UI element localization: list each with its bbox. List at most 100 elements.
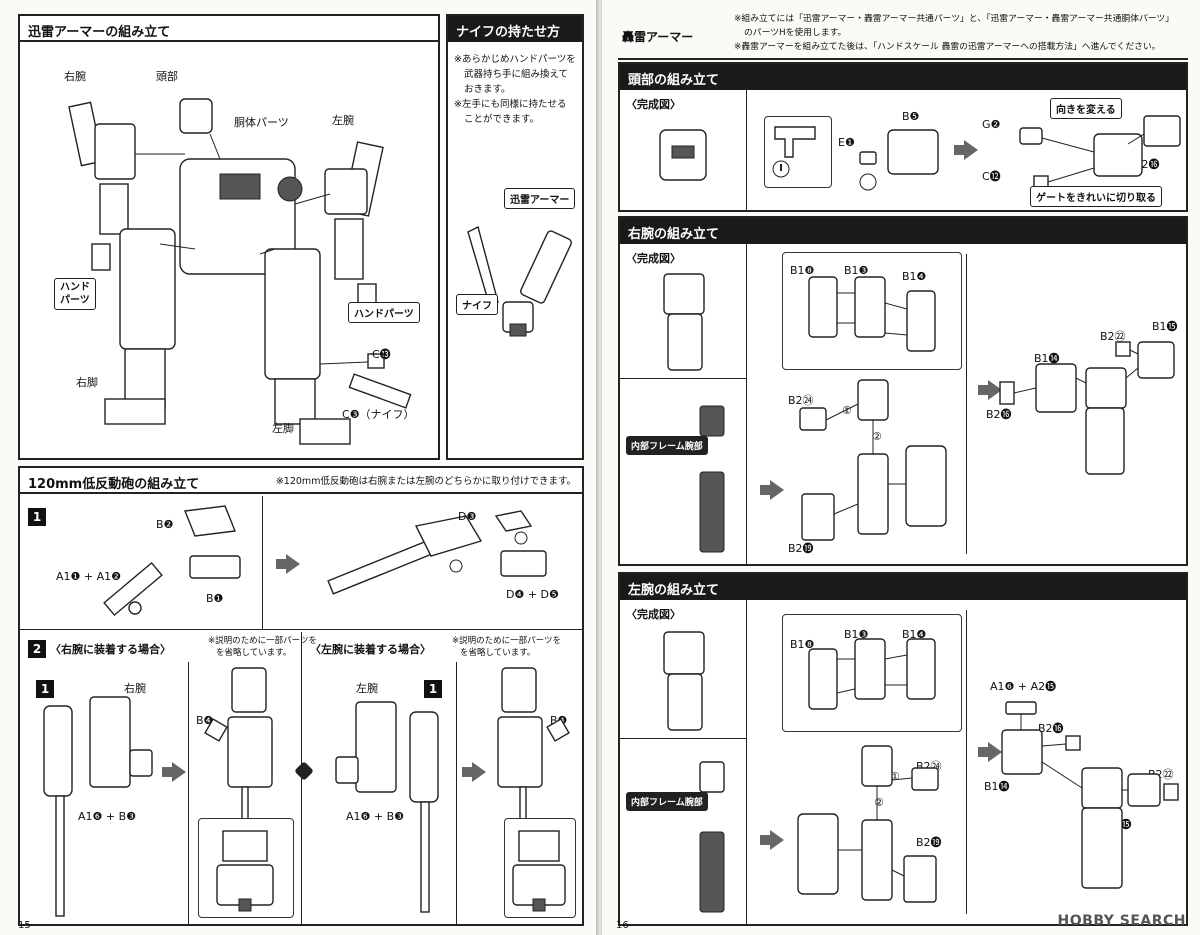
part-b18: B1❽ bbox=[790, 264, 815, 277]
step-2-left-note-1: ※説明のために一部パーツを bbox=[452, 636, 561, 646]
part-c12: C⓬ bbox=[982, 170, 1001, 183]
part-a6b3: A1❻ + B❸ bbox=[346, 810, 405, 823]
part-b14: B1❹ bbox=[902, 270, 927, 283]
part-a1: A1❶ + A1❷ bbox=[56, 570, 121, 583]
gourai-header: 轟雷アーマー ※組み立てには「迅雷アーマー・轟雷アーマー共通パーツ」と、「迅雷ア… bbox=[618, 10, 1188, 60]
part-b1: B❶ bbox=[206, 592, 224, 605]
step-arrow bbox=[760, 480, 784, 500]
part-b222: B2㉒ bbox=[1100, 330, 1126, 343]
step-arrow bbox=[462, 762, 486, 782]
step-2-right-parts bbox=[43, 696, 153, 917]
step-arrow bbox=[760, 830, 784, 850]
step-2-right-title: 〈右腕に装着する場合〉 bbox=[50, 643, 171, 656]
complete-label: 〈完成図〉 bbox=[626, 98, 681, 111]
step-ref-1: 1 bbox=[36, 680, 54, 698]
gourai-title: 轟雷アーマー bbox=[622, 30, 694, 44]
gourai-note-2: のパーツHを使用します。 bbox=[744, 28, 847, 38]
part-b5: B❺ bbox=[902, 110, 920, 123]
head-assembly-illustration bbox=[1019, 115, 1181, 189]
label-hand-parts-left: ハンド パーツ bbox=[54, 278, 96, 310]
right-arm-final-illustration bbox=[999, 341, 1175, 475]
section-title: 120mm低反動砲の組み立て ※120mm低反動砲は右腕または左腕のどちらかに取… bbox=[20, 468, 582, 494]
part-b114: B1⓮ bbox=[984, 780, 1010, 793]
frame-label: 内部フレーム腕部 bbox=[626, 792, 708, 811]
step-2-right-detail-inset bbox=[198, 818, 294, 918]
part-g2: G❷ bbox=[982, 118, 1001, 131]
part-b13: B1❸ bbox=[844, 628, 869, 641]
step-2-right-assembled bbox=[204, 667, 273, 828]
step-arrow bbox=[276, 554, 300, 574]
head-complete-illustration bbox=[659, 129, 707, 181]
gourai-note-3: ※轟雷アーマーを組み立てた後は、「ハンドスケール 轟雷の迅雷アーマーへの搭載方法… bbox=[734, 42, 1161, 52]
num-1: ① bbox=[842, 404, 852, 417]
num-2: ② bbox=[872, 430, 882, 443]
part-b14: B1❹ bbox=[902, 628, 927, 641]
step-1-number: 1 bbox=[28, 508, 46, 526]
part-b216: B2⓰ bbox=[1038, 722, 1064, 735]
part-b224: B2㉔ bbox=[788, 394, 814, 407]
label-hand-parts-right: ハンドパーツ bbox=[348, 302, 420, 323]
head-section: 頭部の組み立て 〈完成図〉 E❶ B❺ G❷ C⓬ A2⓰ 向きを変える ゲート… bbox=[618, 62, 1188, 212]
step-2-number: 2 bbox=[28, 640, 46, 658]
label-left-arm: 左腕 bbox=[356, 682, 378, 695]
step-2-right-note-2: を省略しています。 bbox=[216, 648, 292, 658]
knife-note-1: ※あらかじめハンドパーツを bbox=[454, 54, 576, 65]
step-arrow bbox=[978, 742, 1002, 762]
cannon-step1-assembled bbox=[327, 510, 547, 595]
part-d4d5: D❹ + D❺ bbox=[506, 588, 559, 601]
cannon-step1-parts bbox=[103, 505, 241, 617]
book-gutter bbox=[596, 0, 604, 935]
label-left-arm: 左腕 bbox=[332, 114, 354, 127]
step-2-left-detail-inset bbox=[504, 818, 576, 918]
right-arm-frame-illustration bbox=[699, 405, 725, 553]
part-d3: D❸ bbox=[458, 510, 477, 523]
right-arm-upper-inset bbox=[782, 252, 962, 370]
part-b4: B❹ bbox=[196, 714, 214, 727]
right-page: 轟雷アーマー ※組み立てには「迅雷アーマー・轟雷アーマー共通パーツ」と、「迅雷ア… bbox=[602, 0, 1200, 935]
step-2-left-title: 〈左腕に装着する場合〉 bbox=[310, 643, 431, 656]
step-ref-1: 1 bbox=[424, 680, 442, 698]
part-a16a215: A1❻ + A2⓯ bbox=[990, 680, 1057, 693]
label-left-leg: 左脚 bbox=[272, 422, 294, 435]
part-b216: B2⓰ bbox=[986, 408, 1012, 421]
step-arrow bbox=[954, 140, 978, 160]
step-arrow bbox=[978, 380, 1002, 400]
right-arm-complete-illustration bbox=[663, 273, 705, 371]
step-2-right-panel: 2 〈右腕に装着する場合〉 ※説明のために一部パーツを を省略しています。 1 … bbox=[20, 632, 317, 924]
step-2-left-note-2: を省略しています。 bbox=[460, 648, 536, 658]
step-2-left-panel: 〈左腕に装着する場合〉 ※説明のために一部パーツを を省略しています。 左腕 1… bbox=[306, 632, 582, 924]
step-2-left-parts bbox=[335, 701, 439, 913]
left-arm-section: 左腕の組み立て 〈完成図〉 内部フレーム腕部 B1❽ B1❸ B1❹ B2㉔ B… bbox=[618, 572, 1188, 926]
head-parts-illustration bbox=[859, 129, 939, 191]
part-b115: B1⓯ bbox=[1152, 320, 1178, 333]
part-e1: E❶ bbox=[838, 136, 855, 149]
callout-rotate: 向きを変える bbox=[1050, 98, 1122, 119]
cannon-title: 120mm低反動砲の組み立て bbox=[28, 477, 200, 492]
step-2-right-note-1: ※説明のために一部パーツを bbox=[208, 636, 317, 646]
label-part-c3-knife: C❸（ナイフ） bbox=[342, 408, 415, 421]
section-title: ナイフの持たせ方 bbox=[448, 16, 582, 42]
part-b114: B1⓮ bbox=[1034, 352, 1060, 365]
knife-note-4: ※左手にも同様に持たせる bbox=[454, 99, 567, 110]
jinrai-armor-section: 迅雷アーマーの組み立て 右腕 頭部 胴体パーツ 左腕 bbox=[18, 14, 440, 460]
num-1: ① bbox=[890, 770, 900, 783]
knife-note-2: 武器持ち手に組み換えて bbox=[464, 69, 569, 80]
complete-label: 〈完成図〉 bbox=[626, 608, 681, 621]
left-arm-final-illustration bbox=[1001, 701, 1179, 889]
complete-label: 〈完成図〉 bbox=[626, 252, 681, 265]
watermark: HOBBY SEARCH bbox=[1057, 913, 1186, 929]
section-title: 迅雷アーマーの組み立て bbox=[20, 16, 438, 42]
callout-gate: ゲートをきれいに切り取る bbox=[1030, 186, 1162, 207]
page-number: 16 bbox=[616, 920, 629, 931]
knife-section: ナイフの持たせ方 ※あらかじめハンドパーツを 武器持ち手に組み換えて おきます。… bbox=[446, 14, 584, 460]
knife-hand-illustration bbox=[467, 225, 572, 337]
part-b18: B1❽ bbox=[790, 638, 815, 651]
label-part-c13: C⓭ bbox=[372, 348, 391, 361]
cannon-note: ※120mm低反動砲は右腕または左腕のどちらかに取り付けできます。 bbox=[275, 476, 576, 487]
gourai-note-1: ※組み立てには「迅雷アーマー・轟雷アーマー共通パーツ」と、「迅雷アーマー・轟雷ア… bbox=[734, 14, 1175, 24]
label-knife: ナイフ bbox=[456, 294, 498, 315]
section-title: 右腕の組み立て bbox=[620, 218, 1186, 244]
label-jinrai-armor: 迅雷アーマー bbox=[504, 188, 576, 209]
step-2-left-assembled bbox=[497, 667, 570, 828]
part-b219: B2⓳ bbox=[916, 836, 942, 849]
